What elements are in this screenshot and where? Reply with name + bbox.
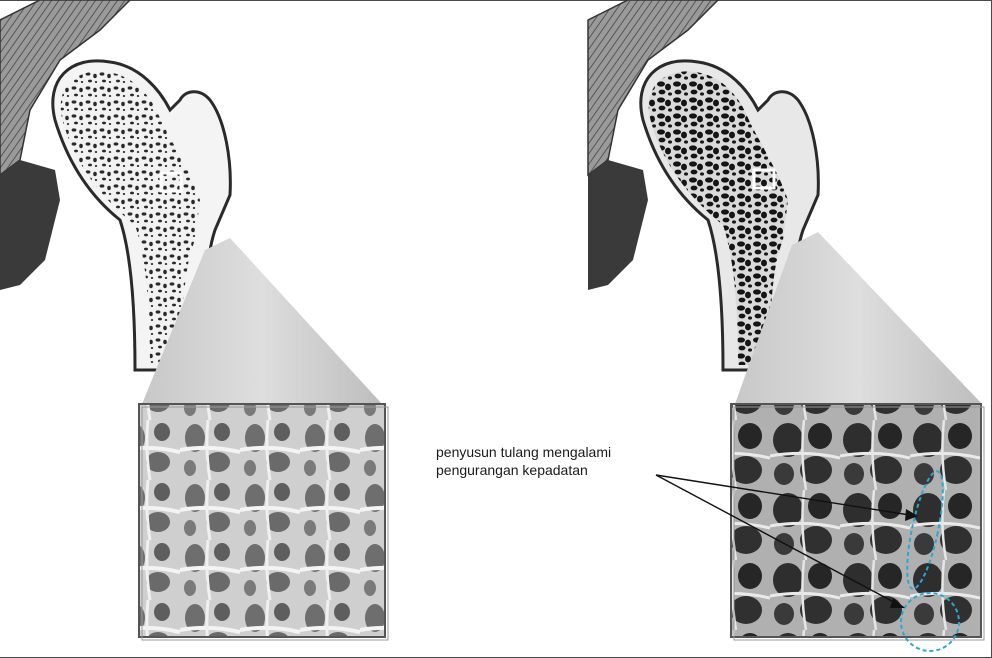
annotation-line-1: penyusun tulang mengalami xyxy=(436,443,611,461)
osteoporotic-trabecular-micrograph xyxy=(731,404,981,637)
annotation-label: penyusun tulang mengalami pengurangan ke… xyxy=(436,443,611,479)
annotation-line-2: pengurangan kepadatan xyxy=(436,461,611,479)
ischium-shape xyxy=(0,160,60,290)
ischium-shape-right xyxy=(588,160,648,290)
osteoporotic-femur-illustration xyxy=(588,0,984,651)
healthy-femur-illustration xyxy=(0,0,388,640)
healthy-trabecular-micrograph xyxy=(139,404,385,637)
